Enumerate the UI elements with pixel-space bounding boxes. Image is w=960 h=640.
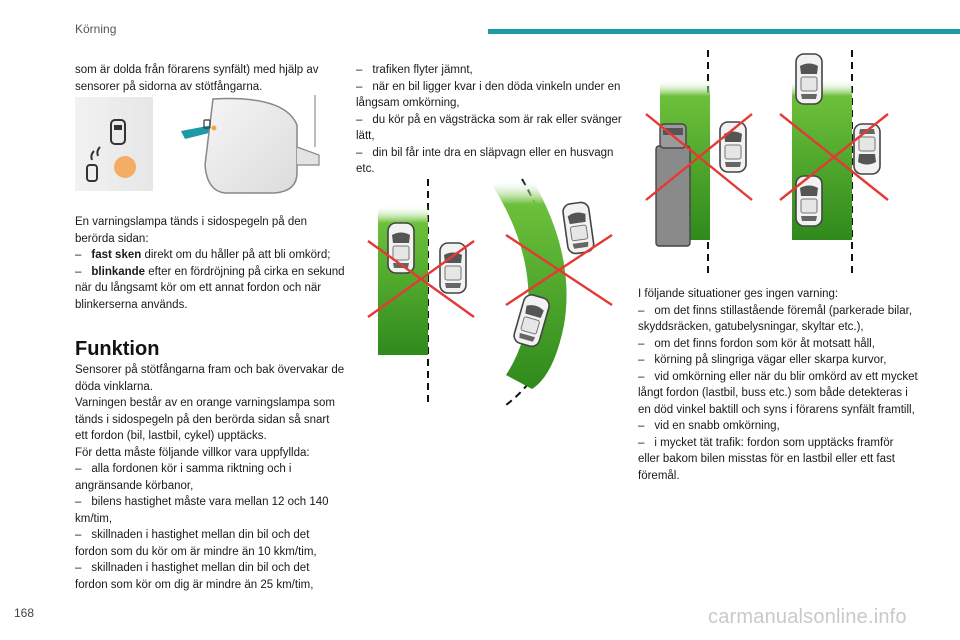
list-item: –när en bil ligger kvar i den döda vinke… xyxy=(356,80,621,110)
list-item: –din bil får inte dra en släpvagn eller … xyxy=(356,146,614,176)
list-item: –bilens hastighet måste vara mellan 12 o… xyxy=(75,496,329,525)
function-text: Sensorer på stötfångarna fram och bak öv… xyxy=(75,362,345,593)
cross-line xyxy=(779,113,889,201)
mirror-lamp-illustration xyxy=(75,95,320,194)
cross-line xyxy=(645,113,753,201)
list-item: –alla fordonen kör i samma riktning och … xyxy=(75,463,292,492)
list-item: –trafiken flyter jämnt, xyxy=(356,64,473,76)
warning-intro: En varningslampa tänds i sidospegeln på … xyxy=(75,216,308,245)
list-item: –du kör på en vägsträcka som är rak elle… xyxy=(356,113,622,143)
list-item-blinking: –blinkande efter en fördröjning på cirka… xyxy=(75,265,345,311)
no-warning-intro: I följande situationer ges ingen varning… xyxy=(638,288,839,300)
mirror-lamp-dot xyxy=(211,125,217,131)
page-number: 168 xyxy=(14,606,35,620)
section-heading: Funktion xyxy=(75,338,160,360)
car-ahead xyxy=(795,53,823,105)
mirror-car-icon xyxy=(203,119,211,129)
paragraph-warning: Varningen består av en orange varningsla… xyxy=(75,397,335,442)
mirror-arm xyxy=(296,146,320,166)
watermark: carmanualsonline.info xyxy=(708,606,907,628)
signal-waves-icon xyxy=(90,146,101,161)
no-warning-text: I följande situationer ges ingen varning… xyxy=(638,286,918,484)
list-item: –körning på slingriga vägar eller skarpa… xyxy=(638,354,887,366)
truck xyxy=(655,123,691,247)
car-icon xyxy=(110,119,126,145)
section-title: Körning xyxy=(75,22,117,36)
list-item: –vid omkörning eller när du blir omkörd … xyxy=(638,370,918,416)
intro-paragraph: som är dolda från förarens synfält) med … xyxy=(75,64,319,93)
small-car-icon xyxy=(86,164,98,182)
list-item-steady: –fast sken direkt om du håller på att bl… xyxy=(75,249,331,261)
orange-warning-lamp xyxy=(114,156,136,178)
list-item: –skillnaden i hastighet mellan din bil o… xyxy=(75,529,317,558)
list-item: –vid en snabb omkörning, xyxy=(638,420,780,432)
traffic-scenarios-illustration xyxy=(367,178,613,406)
list-item: –skillnaden i hastighet mellan din bil o… xyxy=(75,562,314,591)
list-item: –om det finns stillastående föremål (par… xyxy=(638,304,913,334)
no-warning-illustration xyxy=(645,50,889,278)
conditions-continued: –trafiken flyter jämnt, –när en bil ligg… xyxy=(356,62,626,178)
curved-blind-spot-zone xyxy=(492,179,567,389)
cross-line xyxy=(505,233,613,307)
paragraph-sensors: Sensorer på stötfångarna fram och bak öv… xyxy=(75,364,345,393)
list-item: –om det finns fordon som kör åt motsatt … xyxy=(638,337,875,350)
paragraph-conditions: För detta måste följande villkor vara up… xyxy=(75,446,310,459)
side-mirror xyxy=(204,97,298,194)
warning-light-text: En varningslampa tänds i sidospegeln på … xyxy=(75,214,345,313)
header-accent-bar xyxy=(488,29,960,34)
cross-line xyxy=(367,240,475,318)
own-car-curve xyxy=(561,200,596,256)
list-item: –i mycket tät trafik: fordon som upptäck… xyxy=(638,436,895,482)
